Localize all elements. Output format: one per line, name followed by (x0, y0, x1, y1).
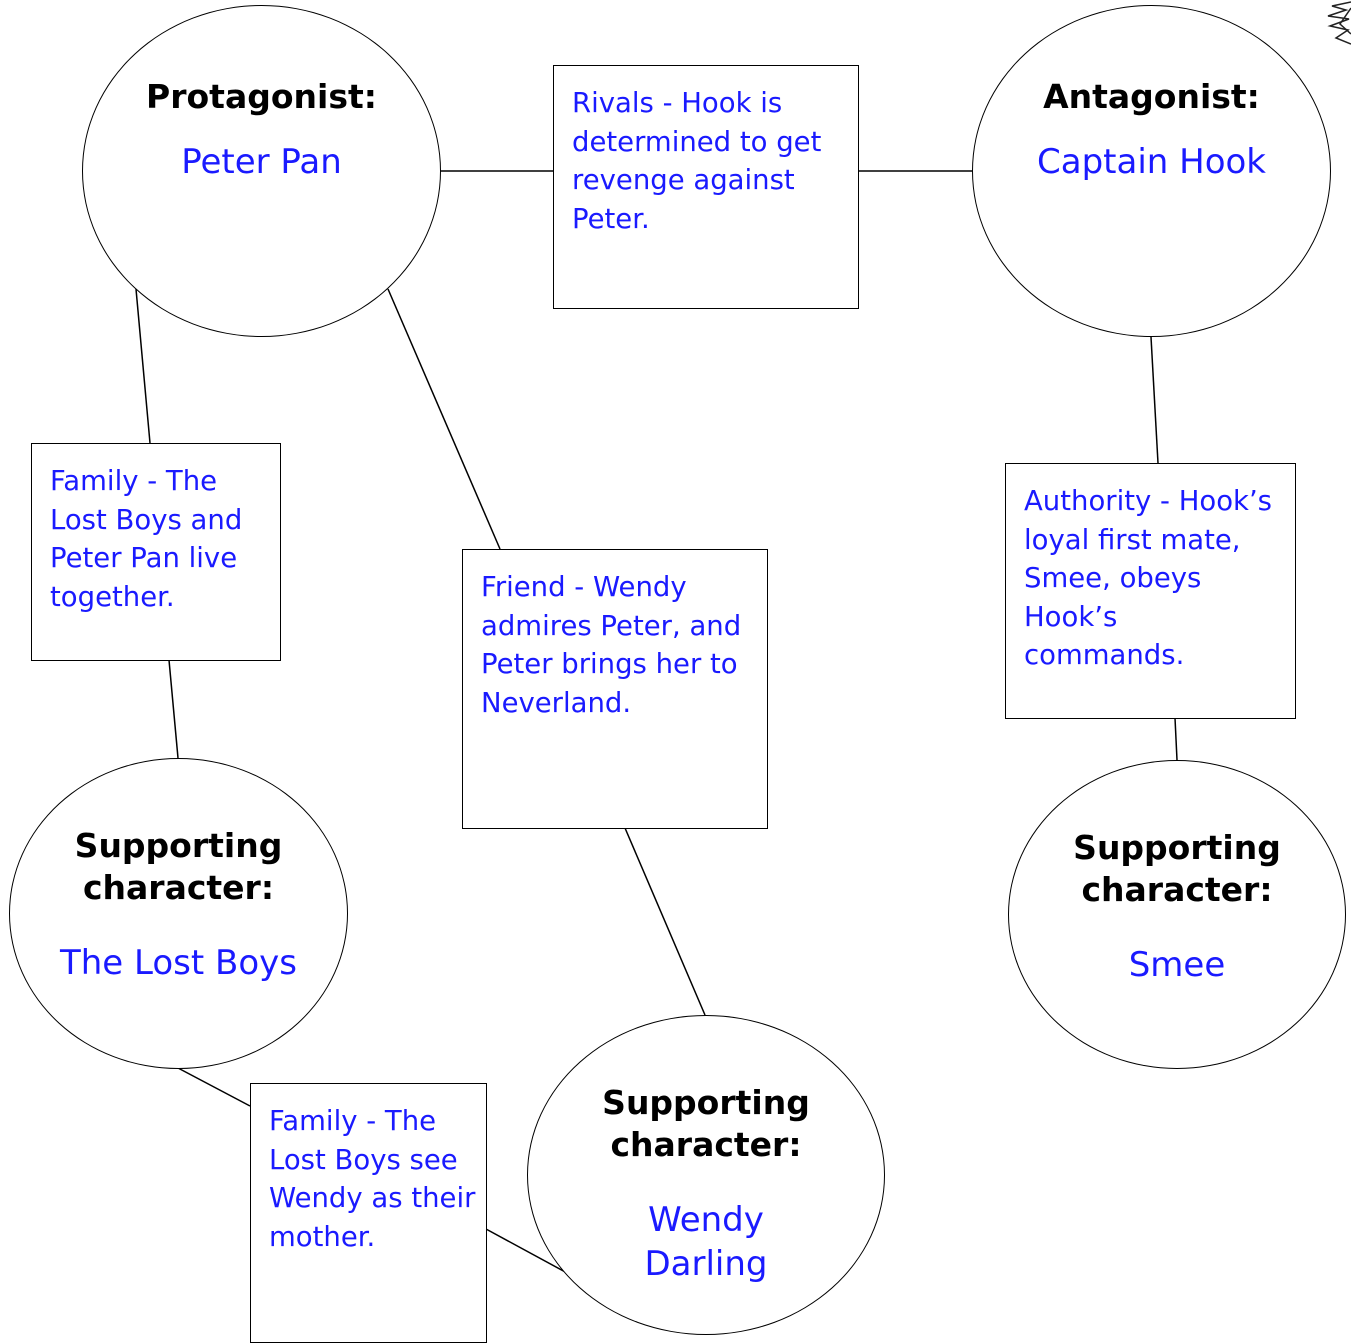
relationship-text: Authority - Hook’s loyal first mate, Sme… (1024, 485, 1273, 671)
lost-boys-node: Supporting character: The Lost Boys (9, 758, 348, 1069)
connector-family-lostboys (168, 659, 179, 759)
relationship-box-authority: Authority - Hook’s loyal first mate, Sme… (1005, 463, 1296, 719)
relationship-text: Friend - Wendy admires Peter, and Peter … (481, 571, 742, 719)
node-character-name: Captain Hook (1037, 142, 1266, 182)
connector-lostboys-family2 (177, 1067, 251, 1107)
node-role-label: Supporting character: (74, 826, 283, 907)
relationship-text: Rivals - Hook is determined to get reven… (572, 87, 822, 235)
connector-peter-friend (387, 288, 501, 550)
connector-friend-wendy (624, 827, 706, 1016)
relationship-text: Family - The Lost Boys and Peter Pan liv… (50, 465, 243, 613)
node-role-label: Supporting character: (1073, 828, 1281, 909)
antagonist-node: Antagonist: Captain Hook (972, 5, 1331, 337)
protagonist-node: Protagonist: Peter Pan (82, 5, 441, 337)
wendy-node: Supporting character: Wendy Darling (527, 1015, 885, 1335)
connector-authority-smee (1174, 717, 1178, 761)
node-character-name: Wendy Darling (644, 1200, 768, 1284)
connector-peter-family (135, 288, 151, 444)
node-role-label: Antagonist: (1043, 77, 1260, 116)
node-character-name: Peter Pan (181, 142, 342, 182)
relationship-box-rivals: Rivals - Hook is determined to get reven… (553, 65, 859, 309)
relationship-text: Family - The Lost Boys see Wendy as thei… (269, 1105, 476, 1253)
relationship-box-family-wendy: Family - The Lost Boys see Wendy as thei… (250, 1083, 487, 1343)
relationship-box-friend: Friend - Wendy admires Peter, and Peter … (462, 549, 768, 829)
relationship-box-family-lost-boys: Family - The Lost Boys and Peter Pan liv… (31, 443, 281, 661)
node-role-label: Supporting character: (602, 1083, 810, 1164)
node-character-name: The Lost Boys (59, 943, 297, 983)
sketch-decoration-icon (1327, 1, 1351, 45)
node-role-label: Protagonist: (146, 77, 377, 116)
smee-node: Supporting character: Smee (1008, 760, 1346, 1069)
connector-hook-authority (1150, 336, 1159, 464)
node-character-name: Smee (1128, 945, 1226, 985)
